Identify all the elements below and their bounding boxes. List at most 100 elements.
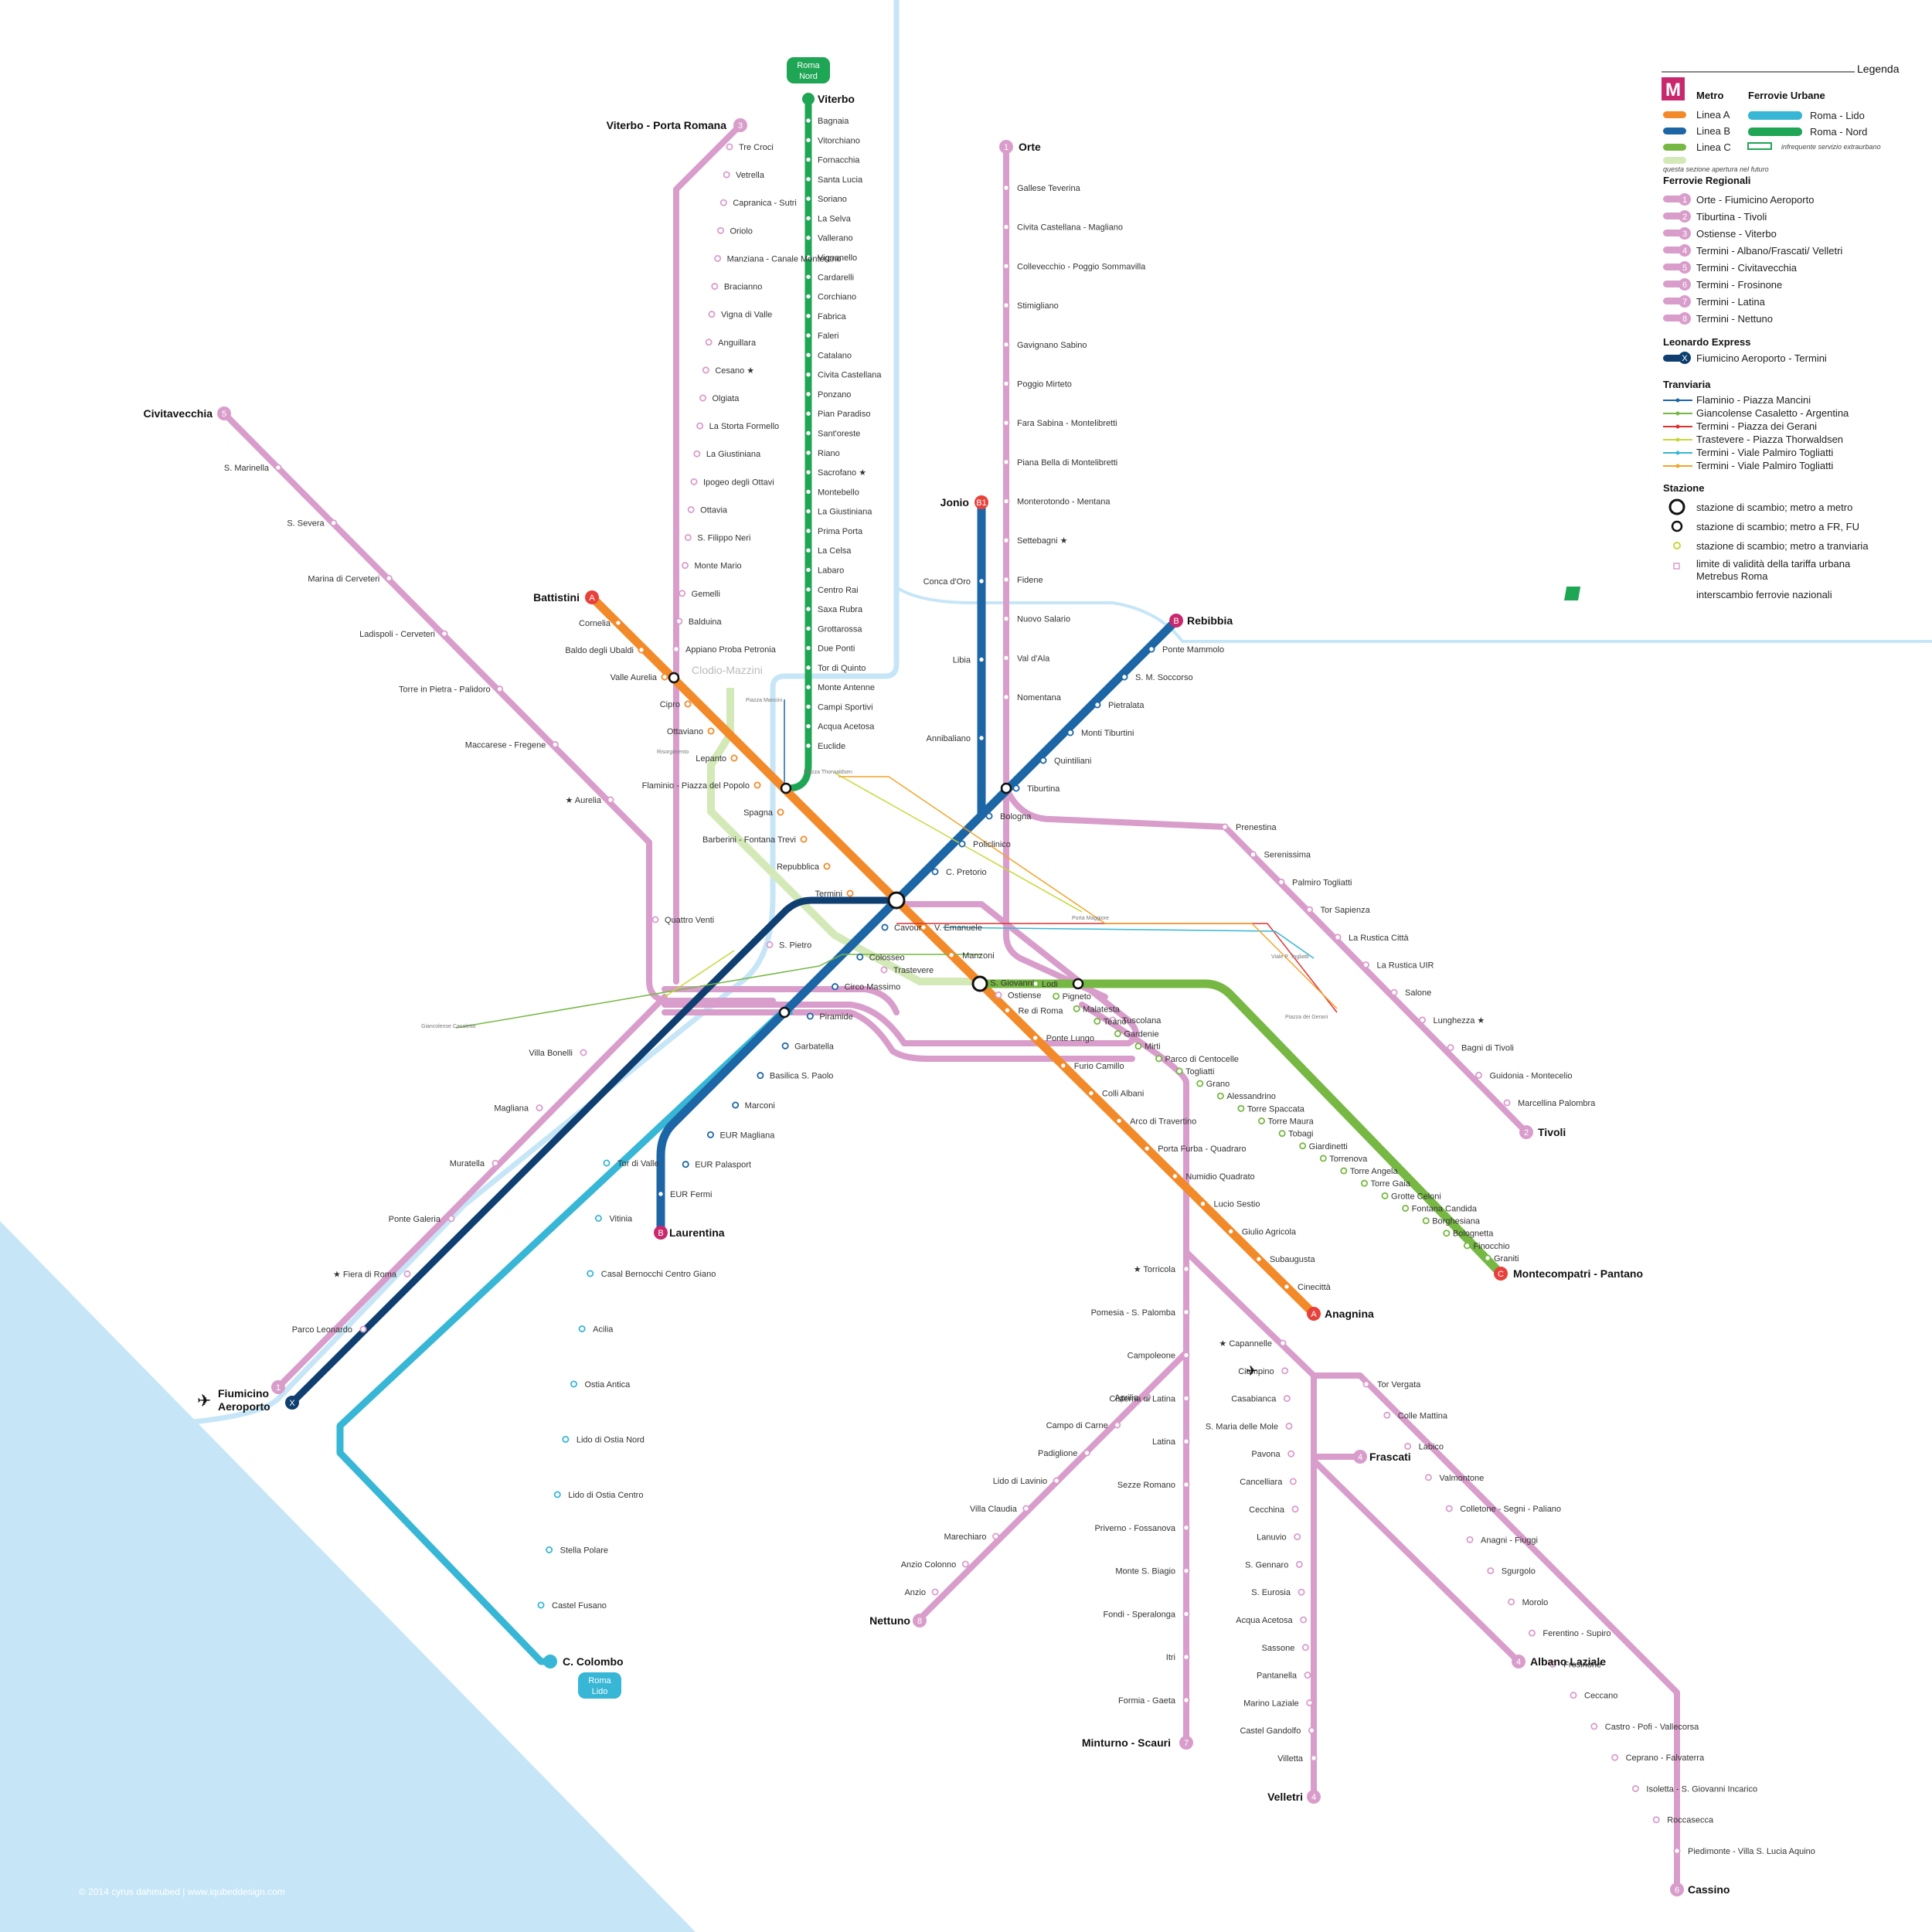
station-fr6-5[interactable]: Anagni - Fiuggi bbox=[1481, 1536, 1538, 1545]
station-fr8-0[interactable]: Aprilia bbox=[1114, 1393, 1138, 1403]
station-fr3-10[interactable]: La Storta Formello bbox=[709, 422, 779, 431]
station-lineC-3[interactable]: Teano bbox=[1104, 1017, 1127, 1026]
station-lineC-6[interactable]: Parco di Centocelle bbox=[1165, 1055, 1239, 1064]
station-fr1s-1[interactable]: Magliana bbox=[494, 1104, 529, 1114]
station-fr5-0[interactable]: S. Marinella bbox=[224, 464, 270, 473]
station-fr7-2[interactable]: Campoleone bbox=[1128, 1352, 1175, 1361]
station-fr3-11[interactable]: La Giustiniana bbox=[706, 450, 761, 459]
station-lineA_nw-2[interactable]: Valle Aurelia bbox=[611, 673, 658, 682]
station-nord-31[interactable]: Acqua Acetosa bbox=[818, 723, 875, 732]
station-fr7-5[interactable]: Sezze Romano bbox=[1117, 1481, 1175, 1490]
station-lineC-4[interactable]: Gardenie bbox=[1124, 1030, 1158, 1039]
station-fr6-3[interactable]: Valmontone bbox=[1439, 1474, 1484, 1483]
terminal-montecompatri[interactable]: Montecompatri - Pantano bbox=[1513, 1267, 1643, 1280]
station-lineC-21[interactable]: Finocchio bbox=[1473, 1242, 1509, 1251]
terminal-frascati[interactable]: Frascati bbox=[1369, 1451, 1411, 1463]
station-nord-30[interactable]: Campi Sportivi bbox=[818, 702, 873, 712]
station-lineC-18[interactable]: Fontana Candida bbox=[1412, 1204, 1478, 1213]
station-fr6-7[interactable]: Morolo bbox=[1522, 1598, 1549, 1607]
station-fr1n-11[interactable]: Nuovo Salario bbox=[1017, 615, 1070, 624]
station-fr8-4[interactable]: Villa Claudia bbox=[970, 1505, 1018, 1514]
station-lineC-10[interactable]: Torre Spaccata bbox=[1247, 1104, 1305, 1114]
station-fr5-5[interactable]: Maccarese - Fregene bbox=[465, 740, 546, 750]
station-nord-32[interactable]: Euclide bbox=[818, 742, 845, 751]
station-fr3-9[interactable]: Olgiata bbox=[713, 394, 740, 403]
station-fr5-2[interactable]: Marina di Cerveteri bbox=[308, 574, 379, 583]
station-fr3-4[interactable]: Manziana - Canale Monterano bbox=[727, 254, 842, 264]
station-nord-2[interactable]: Fornacchia bbox=[818, 156, 860, 165]
station-fr1n-3[interactable]: Stimigliano bbox=[1017, 301, 1059, 311]
station-nord-24[interactable]: Centro Rai bbox=[818, 586, 859, 595]
tiburtina-interchange[interactable] bbox=[1000, 782, 1012, 794]
station-nord-14[interactable]: Ponzano bbox=[818, 390, 851, 400]
flaminio-interchange[interactable] bbox=[780, 782, 792, 794]
station-nord-29[interactable]: Monte Antenne bbox=[818, 683, 875, 692]
station-nord-18[interactable]: Sacrofano ★ bbox=[818, 468, 866, 478]
station-fr6-4[interactable]: Colletone - Segni - Paliano bbox=[1460, 1505, 1561, 1514]
station-fr4-2[interactable]: Casabianca bbox=[1231, 1395, 1277, 1404]
station-fr7-3[interactable]: Cisterna di Latina bbox=[1109, 1394, 1175, 1403]
station-fr1n-6[interactable]: Fara Sabina - Montelibretti bbox=[1017, 419, 1117, 428]
station-lineA_se-5[interactable]: Furio Camillo bbox=[1074, 1062, 1124, 1071]
station-fr1n-9[interactable]: Settebagni ★ bbox=[1017, 536, 1068, 546]
station-fr1n-0[interactable]: Gallese Teverina bbox=[1017, 184, 1081, 193]
station-fr1n-12[interactable]: Val d'Ala bbox=[1017, 654, 1050, 663]
station-fr5-6[interactable]: ★ Aurelia bbox=[565, 796, 601, 805]
station-lineA_nw-10[interactable]: Termini bbox=[815, 889, 842, 899]
station-lineC-12[interactable]: Tobagi bbox=[1288, 1130, 1313, 1139]
station-fr2-8[interactable]: Bagni di Tivoli bbox=[1461, 1044, 1514, 1053]
station-fr8-7[interactable]: Anzio bbox=[904, 1588, 926, 1597]
station-fr7-6[interactable]: Priverno - Fossanova bbox=[1094, 1524, 1175, 1533]
station-lineB_sw-9[interactable]: EUR Fermi bbox=[670, 1190, 712, 1199]
station-fr6-11[interactable]: Castro - Pofi - Vallecorsa bbox=[1605, 1723, 1699, 1732]
station-lineC-14[interactable]: Torrenova bbox=[1329, 1155, 1368, 1164]
station-fr3-7[interactable]: Anguillara bbox=[718, 338, 757, 348]
station-lineA_se-0[interactable]: V. Emanuele bbox=[934, 923, 982, 933]
terminal-minturno[interactable]: Minturno - Scauri bbox=[1082, 1736, 1171, 1749]
station-fr7-7[interactable]: Monte S. Biagio bbox=[1115, 1567, 1175, 1577]
station-lineB_ne-0[interactable]: Ponte Mammolo bbox=[1162, 645, 1224, 655]
station-fr6-6[interactable]: Sgurgolo bbox=[1502, 1567, 1536, 1577]
tram-stop-5[interactable]: Giancolense Casaletto bbox=[421, 1024, 476, 1029]
station-lineA_se-1[interactable]: Manzoni bbox=[962, 951, 995, 961]
station-lineB1-1[interactable]: Libia bbox=[953, 656, 971, 665]
station-lineB_ne-4[interactable]: Quintiliani bbox=[1054, 757, 1091, 766]
termini-interchange[interactable] bbox=[887, 891, 906, 910]
station-fr4-6[interactable]: Cecchina bbox=[1249, 1505, 1285, 1515]
station-fr1n-2[interactable]: Collevecchio - Poggio Sommavilla bbox=[1017, 262, 1146, 271]
station-central-2[interactable]: Trastevere bbox=[893, 966, 934, 975]
terminal-fiumicino-1[interactable]: Fiumicino bbox=[218, 1387, 269, 1400]
station-lineA_se-6[interactable]: Colli Albani bbox=[1102, 1090, 1144, 1099]
station-nord-21[interactable]: Prima Porta bbox=[818, 527, 863, 536]
station-fr1n-8[interactable]: Monterotondo - Mentana bbox=[1017, 498, 1111, 507]
station-lido-5[interactable]: Lido di Ostia Nord bbox=[577, 1436, 645, 1445]
station-fr6-10[interactable]: Ceccano bbox=[1584, 1692, 1617, 1701]
station-fr6-1[interactable]: Colle Mattina bbox=[1398, 1411, 1448, 1420]
station-central-4[interactable]: Tuscolana bbox=[1122, 1016, 1162, 1026]
station-nord-11[interactable]: Faleri bbox=[818, 332, 839, 341]
station-fr1n-10[interactable]: Fidene bbox=[1017, 576, 1043, 585]
station-lineC-0[interactable]: Lodi bbox=[1042, 980, 1058, 989]
terminal-civitavecchia[interactable]: Civitavecchia bbox=[144, 407, 213, 420]
station-lineB1-0[interactable]: Conca d'Oro bbox=[923, 577, 971, 587]
station-lineA_nw-1[interactable]: Baldo degli Ubaldi bbox=[565, 646, 634, 655]
station-lineC-22[interactable]: Graniti bbox=[1494, 1254, 1519, 1264]
station-fr4-10[interactable]: Acqua Acetosa bbox=[1236, 1616, 1293, 1625]
station-fr7-0[interactable]: ★ Torricola bbox=[1134, 1265, 1176, 1274]
station-fr2-7[interactable]: Lunghezza ★ bbox=[1434, 1016, 1485, 1026]
station-fr4-12[interactable]: Pantanella bbox=[1257, 1672, 1298, 1681]
station-nord-26[interactable]: Grottarossa bbox=[818, 624, 862, 634]
station-lineA_se-4[interactable]: Ponte Lungo bbox=[1046, 1034, 1094, 1043]
station-nord-6[interactable]: Vallerano bbox=[818, 234, 853, 243]
station-lineC-11[interactable]: Torre Maura bbox=[1268, 1117, 1315, 1127]
station-fr4-15[interactable]: Villetta bbox=[1277, 1754, 1304, 1764]
station-nord-1[interactable]: Vitorchiano bbox=[818, 136, 860, 145]
station-lineC-2[interactable]: Malatesta bbox=[1083, 1005, 1121, 1014]
station-fr4-0[interactable]: ★ Capannelle bbox=[1219, 1339, 1272, 1349]
station-fr1s-4[interactable]: ★ Fiera di Roma bbox=[333, 1270, 397, 1279]
station-nord-3[interactable]: Santa Lucia bbox=[818, 175, 863, 185]
station-lineA_se-13[interactable]: Cinecittà bbox=[1298, 1283, 1332, 1292]
station-fr3-6[interactable]: Vigna di Valle bbox=[721, 311, 772, 320]
station-fr3-0[interactable]: Tre Croci bbox=[739, 143, 774, 152]
station-lineB_ne-6[interactable]: Bologna bbox=[1000, 812, 1032, 821]
